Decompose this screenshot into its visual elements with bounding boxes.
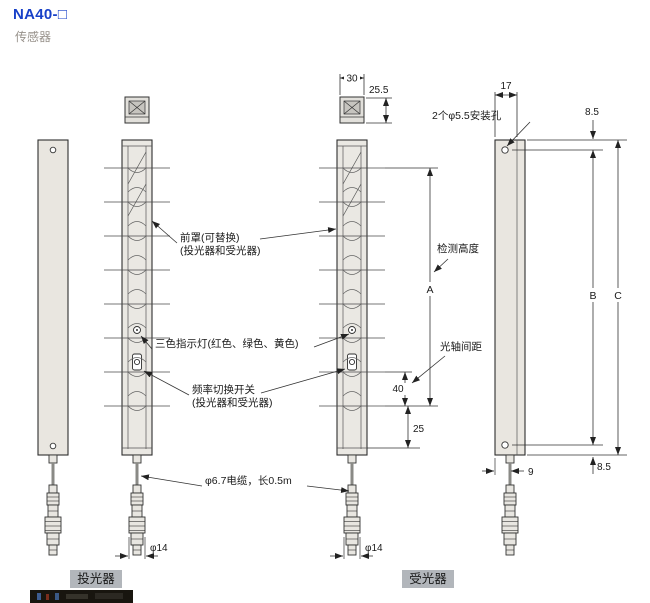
- dim-8_5-bottom: 8.5: [597, 462, 611, 473]
- dim-8_5-top: 8.5: [585, 107, 599, 118]
- front-cover-leader-left: [151, 220, 178, 244]
- cable-leader-right: [306, 485, 350, 494]
- cable-label: φ6.7电缆，长0.5m: [205, 474, 292, 487]
- dim-9: 9: [528, 467, 534, 478]
- dim-40: 40: [392, 384, 404, 395]
- mounting-hole-icon: [501, 146, 509, 154]
- watermark-strip: [30, 590, 133, 603]
- dim-25: 25: [413, 424, 425, 435]
- axis-pitch-label: 光轴间距: [440, 340, 482, 353]
- indicator-leader-right: [313, 333, 350, 348]
- dim-9-lines: [482, 458, 524, 475]
- cable-connector: [501, 454, 519, 556]
- page-title: NA40-□: [13, 6, 68, 23]
- dim-17: 17: [500, 81, 512, 92]
- cable-connector: [128, 454, 146, 556]
- top-bracket: [339, 96, 365, 124]
- axis-pitch-leader: [411, 355, 446, 384]
- dim-b: B: [589, 290, 596, 302]
- mounting-hole-icon: [49, 146, 57, 154]
- mounting-hole-icon: [501, 441, 509, 449]
- dim-phi14-left: [115, 537, 158, 559]
- dim-phi14-right-text: φ14: [365, 543, 383, 554]
- dim-25_5: 25.5: [369, 85, 389, 96]
- cable-connector: [343, 454, 361, 556]
- dim-right-stack: [512, 120, 627, 474]
- dim-c: C: [614, 290, 622, 302]
- dim-30: 30: [346, 74, 358, 85]
- detection-height-label: 检测高度: [437, 242, 479, 255]
- dim-phi14-left-text: φ14: [150, 543, 168, 554]
- freq-switch-label: 频率切换开关: [192, 383, 255, 396]
- mounting-hole-icon: [49, 442, 57, 450]
- receiver-side-view: [494, 139, 526, 556]
- emitter-caption-text: 投光器: [77, 571, 115, 586]
- indicator-label: 三色指示灯(红色、绿色、黄色): [155, 337, 299, 350]
- freq-switch-leader-right: [260, 368, 346, 394]
- dim-a: A: [426, 284, 433, 296]
- freq-switch-leader-left: [143, 370, 190, 396]
- detection-height-leader: [433, 258, 449, 273]
- freq-switch-label-2: (投光器和受光器): [192, 396, 273, 409]
- front-cover-label-2: (投光器和受光器): [180, 244, 261, 257]
- page-subtitle: 传感器: [15, 30, 52, 44]
- receiver-caption: 受光器: [402, 570, 454, 588]
- cable-leader-left: [140, 474, 203, 487]
- receiver-caption-text: 受光器: [409, 572, 447, 586]
- emitter-front-view: [103, 96, 171, 556]
- front-cover-leader-right: [259, 227, 337, 240]
- emitter-side-view: [37, 139, 69, 556]
- indicator-leader-left: [140, 335, 153, 350]
- cable-connector: [44, 454, 62, 556]
- dim-17-lines: [494, 92, 518, 137]
- mounting-holes-leader: [506, 121, 531, 147]
- dim-detection-lines: [367, 167, 438, 449]
- mounting-holes-label: 2个φ5.5安装孔: [432, 109, 502, 122]
- dim-phi14-right: [330, 537, 373, 559]
- top-bracket: [124, 96, 150, 124]
- dim-bracket: [339, 72, 392, 124]
- front-cover-label: 前罩(可替换): [180, 231, 240, 244]
- emitter-caption: 投光器: [70, 570, 122, 588]
- receiver-front-view: [318, 96, 386, 556]
